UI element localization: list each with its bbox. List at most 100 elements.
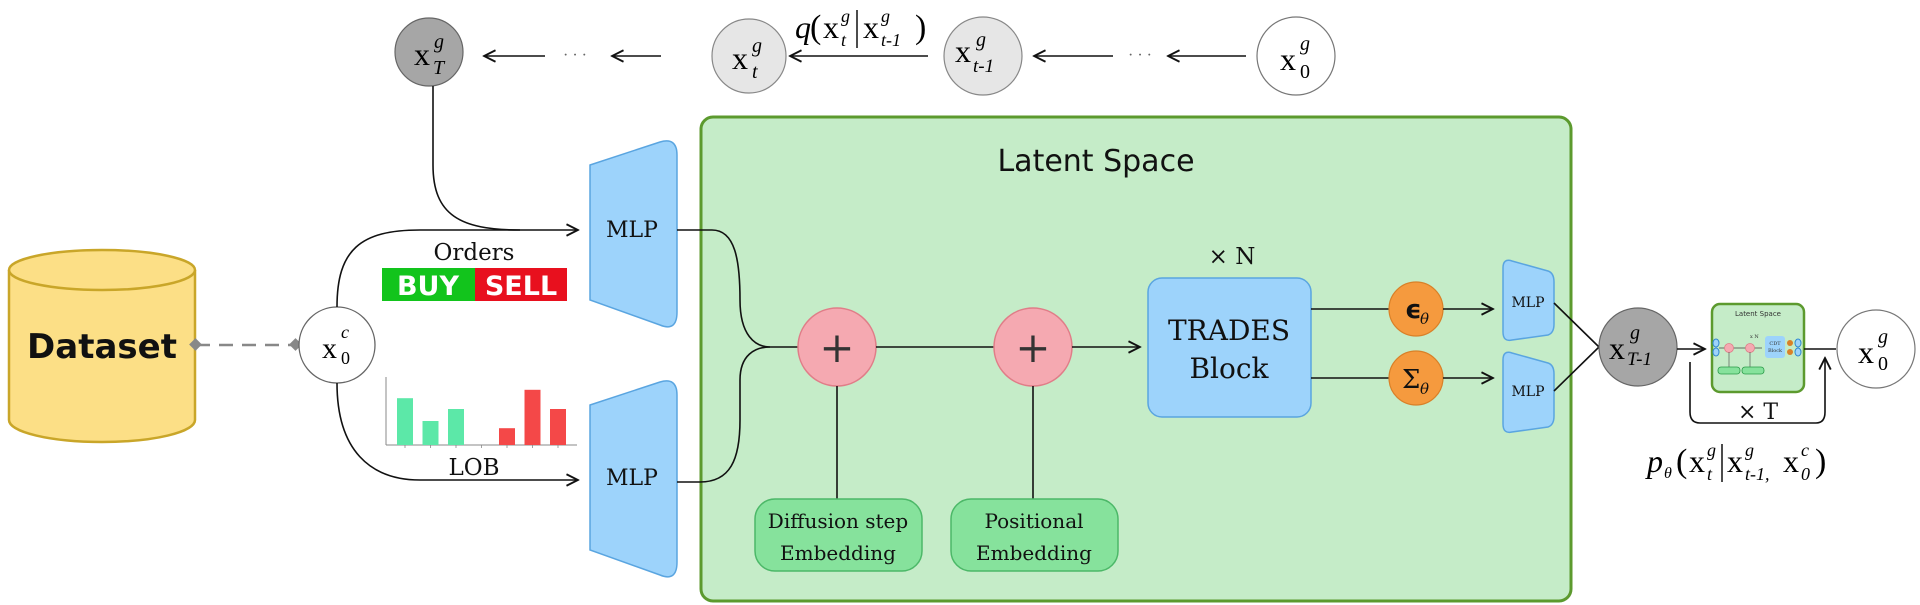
p-arg1-base: x [1689,443,1705,479]
node-xT-g-sup: g [434,31,444,53]
mlp-sigma-out-label: MLP [1511,384,1544,400]
node-xt-g-sub: t [752,61,758,83]
reverse-kernel-label: p θ ( x g t x g t-1, x c 0 ) [1645,440,1826,484]
q-arg2-sub: t-1 [881,30,901,50]
sell-label: SELL [485,271,557,302]
q-arg1-sup: g [841,6,850,26]
latent-space-box [699,115,1573,603]
node-xt1-g-sup: g [976,29,986,51]
node-xT1-g [1598,307,1678,387]
node-xT-g [394,17,464,87]
dataset-label: Dataset [27,327,177,367]
p-arg3-base: x [1783,443,1799,479]
mlp-epsilon-out-label: MLP [1511,295,1544,311]
node-x0-g-base: x [1280,41,1296,77]
diffusion-embedding-line2: Embedding [780,541,896,565]
node-x0-g-out [1836,309,1916,389]
positional-embedding-line1: Positional [984,509,1083,533]
node-x0-c [298,306,376,384]
q-arg1-sub: t [841,30,847,50]
node-xT1-g-sup: g [1630,322,1640,344]
lob-label: LOB [448,455,499,481]
dataset-cylinder: Dataset [7,248,197,444]
epsilon-symbol: ϵ [1405,295,1422,325]
repeat-t-label: × T [1738,400,1778,425]
buy-badge [382,268,475,301]
orders-label: Orders [434,240,515,266]
edge-x0c-to-lob-mlp [336,382,578,480]
trades-block-line2: Block [1189,352,1269,385]
trades-block-line1: TRADES [1168,314,1290,347]
mini-n-label: x N [1750,334,1759,340]
edge-mlp-orders-to-plus [677,229,800,348]
lob-bar-a1 [499,428,515,445]
paren-close: ) [915,9,926,46]
p-arg1-sub: t [1707,464,1713,484]
node-xt1-g-base: x [955,33,971,69]
node-xt1-g-sub: t-1 [973,56,994,77]
q-arg1-base: x [823,9,839,45]
q-symbol: q [795,9,811,45]
p-arg2-sup: g [1745,440,1754,460]
repeat-n-label: × N [1209,244,1256,270]
lob-chart [385,377,577,448]
edge-x0c-to-orders-mlp [336,230,578,308]
lob-bar-a2 [524,389,541,445]
node-x0-c-sub: 0 [341,348,350,368]
edge-mlp1-to-xT1 [1553,302,1600,348]
mlp-lob-label: MLP [606,466,658,491]
lob-bar-a3 [550,409,566,445]
diffusion-step-embedding [754,498,923,572]
node-xT1-g-sub: T-1 [1627,349,1652,370]
q-arg2-base: x [863,9,879,45]
mini-latent-space: Latent Space x N CDT Block [1710,302,1806,394]
p-arg3-sup: c [1801,440,1809,460]
node-x0-g-sup: g [1300,33,1310,55]
forward-kernel-label: q ( x g t x g t-1 ) [795,6,926,50]
positional-embedding [950,498,1119,572]
p-paren-close: ) [1815,443,1826,480]
link-endpoint-left [189,338,202,351]
sigma-symbol: Σ [1402,365,1420,395]
mini-block-line2: Block [1768,348,1783,354]
ellipsis-1: · · · [563,47,587,64]
trades-block [1147,277,1312,418]
node-xt-g-sup: g [752,35,762,57]
p-arg1-sup: g [1707,440,1716,460]
mlp-orders-label: MLP [606,218,658,243]
lob-bar-b2 [422,421,439,445]
sell-badge [475,268,567,301]
p-sub: θ [1664,465,1672,482]
node-xt-g-base: x [732,40,748,76]
node-x0-g [1256,16,1336,96]
node-xt-g [711,18,787,94]
p-arg3-sub: 0 [1801,464,1810,484]
forward-process: x g T · · · x g t q ( x g t x g t-1 ) x … [394,6,1336,96]
p-arg2-base: x [1727,443,1743,479]
latent-space-title: Latent Space [997,144,1194,179]
node-x0-g-out-base: x [1858,334,1874,370]
p-symbol: p [1645,443,1663,479]
lob-bar-b1 [448,409,464,445]
node-x0-g-out-sup: g [1878,326,1888,348]
node-x0-g-out-sub: 0 [1878,353,1888,375]
mini-block-line1: CDT [1769,341,1781,347]
edge-xT-to-mlp [432,86,521,231]
sigma-sub: θ [1420,380,1429,398]
mlp-orders [589,140,678,328]
plus-symbol-2: + [1015,323,1050,372]
q-arg2-sup: g [881,6,890,26]
node-xT-g-sub: T [433,57,446,79]
buy-label: BUY [397,271,460,302]
edge-mlp2-to-xT1 [1553,346,1600,392]
node-x0-g-sub: 0 [1300,61,1310,83]
paren-open: ( [810,9,821,46]
positional-embedding-line2: Embedding [976,541,1092,565]
edge-mlp-lob-to-plus [677,346,771,483]
mini-latent-title: Latent Space [1735,310,1781,318]
loop-repeat-t [1689,358,1825,424]
node-x0-c-base: x [322,332,337,365]
p-paren-open: ( [1676,443,1687,480]
p-arg2-sub: t-1, [1745,464,1770,484]
